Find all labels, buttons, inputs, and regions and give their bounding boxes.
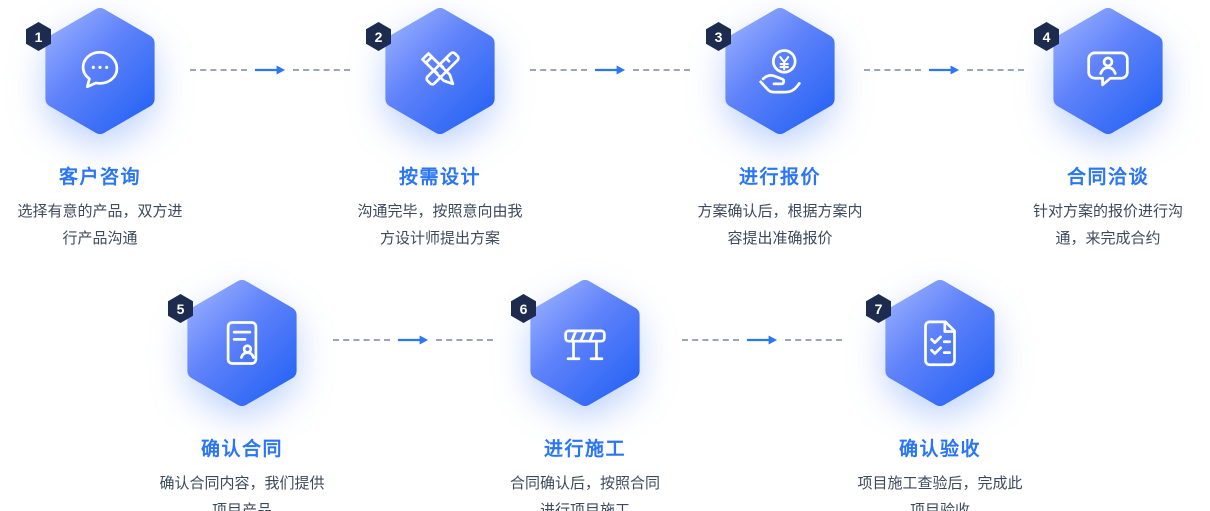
desc-line: 确认合同内容，我们提供 [159, 475, 325, 492]
step-number: 5 [176, 300, 185, 317]
chat-icon [81, 50, 119, 89]
desc-line: 进行项目施工 [539, 502, 630, 511]
step-1-hex-area: 1 [0, 8, 220, 138]
desc-line: 容提出准确报价 [727, 230, 833, 247]
step-number-badge: 7 [866, 294, 891, 323]
arrow-icon [594, 65, 626, 75]
step-desc: 选择有意的产品，双方进 行产品沟通 [0, 198, 220, 252]
step-7-hex-area: 7 [820, 280, 1060, 410]
step-4: 4 合同洽谈 针对方案的报价进行沟 通，来完成合约 [988, 8, 1210, 252]
step-desc: 方案确认后，根据方案内 容提出准确报价 [660, 198, 900, 252]
step-5: 5 确认合同 确认合同内容，我们提供 项目产品 [122, 280, 362, 511]
desc-line: 项目产品 [211, 502, 272, 511]
dashed-line [530, 69, 587, 71]
step-title: 进行报价 [738, 167, 821, 188]
step-desc: 项目施工查验后，完成此 项目验收 [820, 470, 1060, 511]
hexagon [384, 8, 496, 134]
step-title: 合同洽谈 [1066, 167, 1149, 188]
hexagon [1052, 8, 1164, 134]
step-3: 3 进行报价 方案确认后，根据方案内 容提出准确报价 [660, 8, 900, 252]
connector-6-7 [682, 330, 842, 350]
step-7: 7 确认验收 项目施工查验后，完成此 项目验收 [820, 280, 1060, 511]
step-desc: 针对方案的报价进行沟 通，来完成合约 [988, 198, 1210, 252]
step-desc: 确认合同内容，我们提供 项目产品 [122, 470, 362, 511]
step-number-badge: 6 [511, 294, 536, 323]
desc-line: 合同确认后，按照合同 [509, 475, 660, 492]
step-6: 6 进行施工 合同确认后，按照合同 [465, 280, 705, 511]
hexagon [44, 8, 156, 134]
hexagon-shape [385, 8, 495, 134]
step-2: 2 [320, 8, 560, 252]
desc-line: 选择有意的产品，双方进 [17, 203, 183, 220]
step-2-hex-area: 2 [320, 8, 560, 138]
dashed-line [293, 69, 350, 71]
design-icon [421, 51, 460, 86]
step-number: 7 [874, 300, 883, 317]
desc-line: 沟通完毕，按照意向由我 [357, 203, 523, 220]
dashed-line [967, 69, 1024, 71]
step-number: 2 [374, 28, 383, 45]
dashed-line [436, 339, 493, 341]
hexagon [529, 280, 641, 406]
hexagon-shape [530, 280, 640, 406]
connector-3-4 [864, 60, 1024, 80]
dashed-line [785, 339, 842, 341]
dashed-line [633, 69, 690, 71]
hexagon [884, 280, 996, 406]
desc-line: 行产品沟通 [62, 230, 138, 247]
dashed-line [864, 69, 921, 71]
step-title: 确认验收 [898, 439, 981, 460]
step-number: 3 [714, 28, 723, 45]
step-1: 1 客户咨询 选择有意的产品，双方进 行产品沟通 [0, 8, 220, 252]
arrow-icon [254, 65, 286, 75]
step-number: 6 [519, 300, 528, 317]
desc-line: 方案确认后，根据方案内 [697, 203, 863, 220]
hexagon-shape [1053, 8, 1163, 134]
acceptance-icon [924, 320, 956, 367]
connector-1-2 [190, 60, 350, 80]
dashed-line [190, 69, 247, 71]
step-3-hex-area: 3 [660, 8, 900, 138]
step-4-hex-area: 4 [988, 8, 1210, 138]
arrow-icon [928, 65, 960, 75]
step-number: 1 [34, 28, 43, 45]
dashed-line [682, 339, 739, 341]
step-number-badge: 5 [168, 294, 193, 323]
dashed-line [333, 339, 390, 341]
step-desc: 合同确认后，按照合同 进行项目施工 [465, 470, 705, 511]
contract-icon [226, 321, 258, 365]
connector-2-3 [530, 60, 690, 80]
desc-line: 针对方案的报价进行沟 [1032, 203, 1183, 220]
arrow-icon [746, 335, 778, 345]
hexagon-shape [885, 280, 995, 406]
step-title: 进行施工 [543, 439, 626, 460]
step-title: 确认合同 [200, 439, 283, 460]
hexagon-shape [187, 280, 297, 406]
step-desc: 沟通完毕，按照意向由我 方设计师提出方案 [320, 198, 560, 252]
hexagon-shape [45, 8, 155, 134]
step-5-hex-area: 5 [122, 280, 362, 410]
hexagon [724, 8, 836, 134]
desc-line: 项目施工查验后，完成此 [857, 475, 1023, 492]
arrow-icon [397, 335, 429, 345]
desc-line: 项目验收 [909, 502, 970, 511]
construction-icon [564, 329, 606, 361]
negotiation-icon [1087, 51, 1129, 87]
step-number-badge: 3 [706, 22, 731, 51]
step-6-hex-area: 6 [465, 280, 705, 410]
hexagon [186, 280, 298, 406]
connector-5-6 [333, 330, 493, 350]
desc-line: 通，来完成合约 [1055, 230, 1161, 247]
step-title: 按需设计 [398, 167, 481, 188]
desc-line: 方设计师提出方案 [379, 230, 500, 247]
step-title: 客户咨询 [58, 167, 141, 188]
price-icon [759, 49, 801, 94]
step-number: 4 [1042, 28, 1051, 45]
